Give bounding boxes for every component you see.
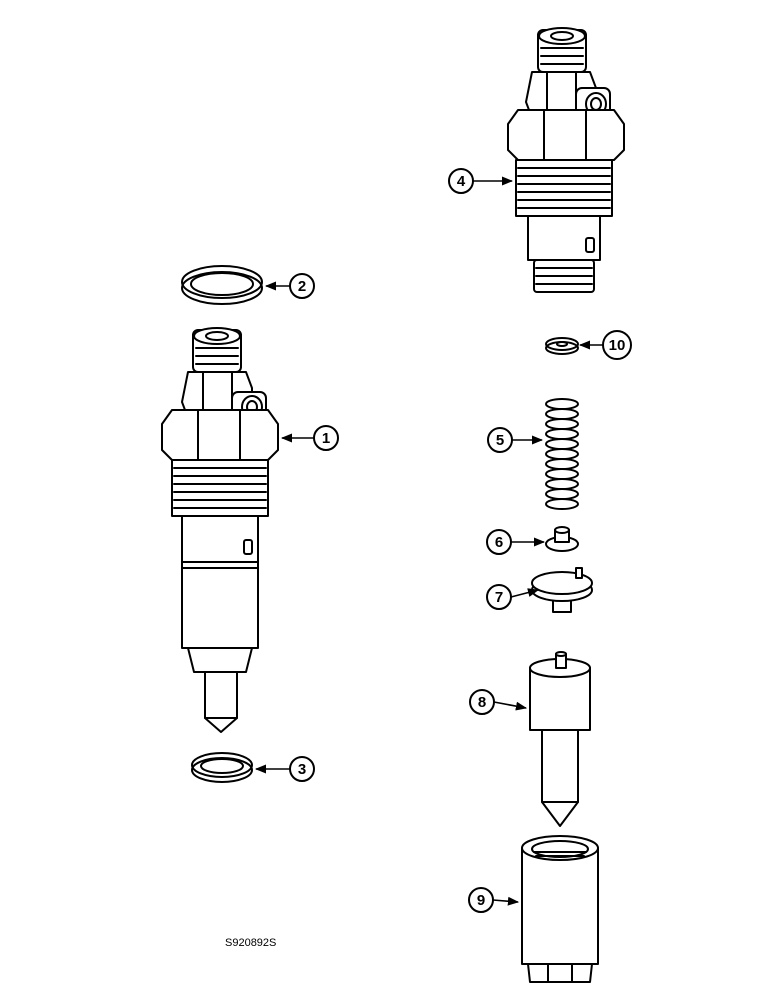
callout-9-label: 9	[477, 892, 485, 909]
callout-3-label: 3	[298, 761, 306, 778]
callout-4: 4	[448, 168, 514, 194]
spring-drawing	[545, 398, 579, 510]
callout-4-label: 4	[457, 173, 466, 190]
callout-9: 9	[468, 887, 520, 913]
callout-10: 10	[578, 330, 632, 360]
lower-seal-washer-drawing	[191, 752, 253, 783]
injector-holder-body-drawing	[507, 27, 625, 293]
callout-5-label: 5	[496, 432, 504, 449]
spacer-plate-drawing	[531, 567, 593, 613]
callout-1: 1	[280, 425, 339, 451]
spring-seat-drawing	[545, 526, 579, 552]
injector-assembly-drawing	[161, 327, 279, 733]
callout-8: 8	[469, 689, 528, 715]
nozzle-drawing	[529, 651, 591, 827]
nozzle-nut-drawing	[521, 835, 599, 983]
figure-id: S920892S	[225, 937, 276, 949]
callout-8-label: 8	[478, 694, 486, 711]
callout-6: 6	[486, 529, 546, 555]
callout-7-label: 7	[495, 589, 503, 606]
callout-2-label: 2	[298, 278, 306, 295]
upper-seal-ring-drawing	[181, 265, 263, 305]
callout-2: 2	[264, 273, 315, 299]
shim-drawing	[545, 337, 579, 355]
callout-3: 3	[254, 756, 315, 782]
callout-10-label: 10	[609, 337, 626, 354]
callout-7: 7	[486, 584, 540, 610]
callout-6-label: 6	[495, 534, 503, 551]
callout-1-label: 1	[322, 430, 330, 447]
callout-5: 5	[487, 427, 544, 453]
